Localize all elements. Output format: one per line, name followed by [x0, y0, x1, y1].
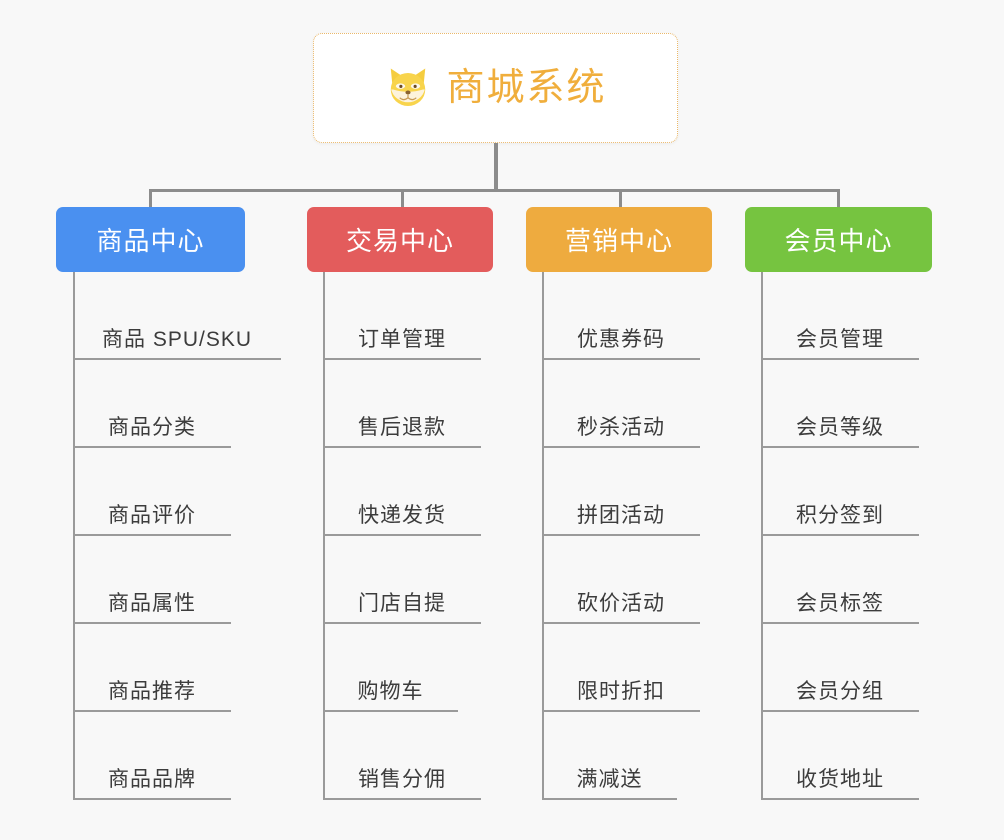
leaf-item-product-category[interactable]: 商品分类 [73, 360, 231, 448]
category-box-trade-center[interactable]: 交易中心 [307, 207, 493, 272]
leaf-spine-trade-center [323, 272, 325, 800]
leaf-item-full-reduction-gift[interactable]: 满减送 [542, 712, 677, 800]
leaf-item-limited-time-discount[interactable]: 限时折扣 [542, 624, 700, 712]
leaf-item-member-level[interactable]: 会员等级 [761, 360, 919, 448]
category-label-marketing-center: 营销中心 [564, 226, 673, 256]
leaf-label: 拼团活动 [577, 503, 665, 527]
category-label-product-center: 商品中心 [96, 226, 205, 256]
leaf-spine-marketing-center [542, 272, 544, 800]
leaf-item-member-management[interactable]: 会员管理 [761, 272, 919, 360]
connector-drop-marketing-center [619, 189, 622, 208]
leaf-label: 收货地址 [796, 767, 884, 791]
leaf-item-shopping-cart[interactable]: 购物车 [323, 624, 458, 712]
connector-drop-trade-center [401, 189, 404, 208]
leaf-spine-member-center [761, 272, 763, 800]
leaf-label: 订单管理 [358, 327, 446, 351]
leaf-item-product-recommend[interactable]: 商品推荐 [73, 624, 231, 712]
category-label-member-center: 会员中心 [784, 226, 893, 256]
leaf-label: 销售分佣 [358, 767, 446, 791]
leaf-item-after-sales-refund[interactable]: 售后退款 [323, 360, 481, 448]
leaf-item-shipping-address[interactable]: 收货地址 [761, 712, 919, 800]
connector-root-stem [494, 143, 498, 191]
leaf-label: 砍价活动 [577, 591, 665, 615]
shiba-dog-face-icon [391, 68, 426, 106]
leaf-item-product-brand[interactable]: 商品品牌 [73, 712, 231, 800]
leaf-label: 商品属性 [108, 591, 196, 615]
leaf-label: 商品推荐 [108, 679, 196, 703]
leaf-label: 门店自提 [358, 591, 446, 615]
leaf-item-coupon-code[interactable]: 优惠券码 [542, 272, 700, 360]
leaf-label: 购物车 [357, 679, 424, 703]
leaf-item-member-group[interactable]: 会员分组 [761, 624, 919, 712]
leaf-item-order-management[interactable]: 订单管理 [323, 272, 481, 360]
leaf-label: 会员标签 [796, 591, 884, 615]
leaf-item-member-tag[interactable]: 会员标签 [761, 536, 919, 624]
leaf-label: 商品分类 [108, 415, 196, 439]
leaf-label: 优惠券码 [577, 327, 665, 351]
leaf-label: 商品品牌 [108, 767, 196, 791]
leaf-item-store-pickup[interactable]: 门店自提 [323, 536, 481, 624]
leaf-item-bargain-activity[interactable]: 砍价活动 [542, 536, 700, 624]
leaf-item-product-spu-sku[interactable]: 商品 SPU/SKU [73, 272, 281, 360]
leaf-item-points-checkin[interactable]: 积分签到 [761, 448, 919, 536]
root-node-content: 商城系统 [384, 64, 606, 112]
leaf-spine-product-center [73, 272, 75, 800]
category-box-member-center[interactable]: 会员中心 [745, 207, 932, 272]
root-node-title: 商城系统 [446, 67, 607, 109]
leaf-label: 商品评价 [108, 503, 196, 527]
leaf-label: 会员分组 [796, 679, 884, 703]
leaf-label: 商品 SPU/SKU [101, 327, 253, 351]
leaf-label: 会员管理 [796, 327, 884, 351]
connector-drop-product-center [149, 189, 152, 208]
root-node-mall-system[interactable]: 商城系统 [313, 33, 678, 143]
leaf-label: 快递发货 [358, 503, 446, 527]
leaf-item-sales-commission[interactable]: 销售分佣 [323, 712, 481, 800]
connector-horizontal-bus [150, 189, 840, 192]
category-box-product-center[interactable]: 商品中心 [56, 207, 245, 272]
leaf-label: 会员等级 [796, 415, 884, 439]
leaf-item-group-buy[interactable]: 拼团活动 [542, 448, 700, 536]
leaf-item-express-shipping[interactable]: 快递发货 [323, 448, 481, 536]
leaf-item-flash-sale[interactable]: 秒杀活动 [542, 360, 700, 448]
leaf-label: 积分签到 [796, 503, 884, 527]
category-label-trade-center: 交易中心 [345, 226, 454, 256]
connector-drop-member-center [837, 189, 840, 208]
leaf-label: 满减送 [576, 767, 643, 791]
leaf-label: 限时折扣 [577, 679, 665, 703]
leaf-label: 售后退款 [358, 415, 446, 439]
category-box-marketing-center[interactable]: 营销中心 [526, 207, 712, 272]
leaf-label: 秒杀活动 [577, 415, 665, 439]
leaf-item-product-review[interactable]: 商品评价 [73, 448, 231, 536]
leaf-item-product-attribute[interactable]: 商品属性 [73, 536, 231, 624]
